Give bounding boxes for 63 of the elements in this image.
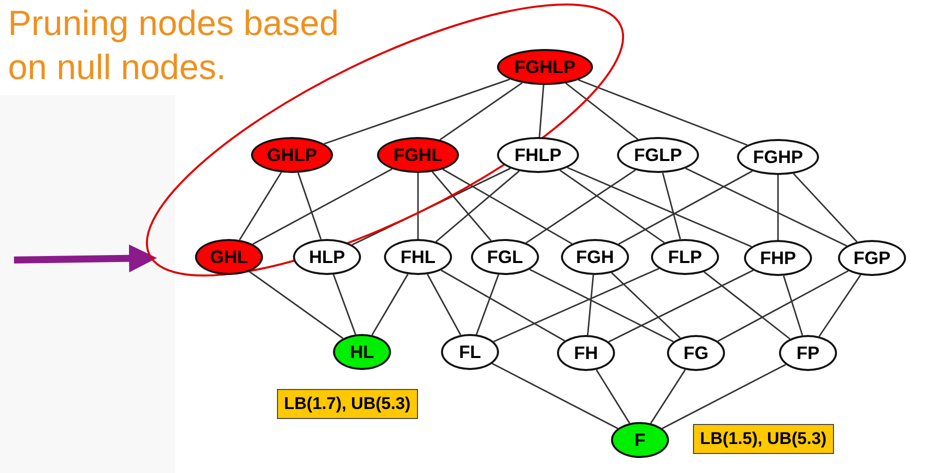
lattice-node: FG bbox=[667, 335, 725, 371]
bound-label: LB(1.7), UB(5.3) bbox=[277, 389, 418, 419]
lattice-node: FH bbox=[557, 335, 615, 371]
connector-line bbox=[440, 270, 566, 342]
lattice-node: FHL bbox=[384, 239, 452, 275]
connector-line bbox=[560, 170, 665, 244]
connector-line bbox=[440, 82, 523, 140]
connector-line bbox=[662, 364, 786, 430]
lattice-node: FP bbox=[779, 335, 837, 371]
connector-line bbox=[608, 270, 754, 342]
connector-line bbox=[662, 172, 681, 240]
connector-line bbox=[596, 369, 630, 424]
connector-line bbox=[650, 369, 686, 424]
connector-line bbox=[777, 175, 779, 240]
lattice-node: GHL bbox=[195, 239, 263, 275]
connector-line bbox=[618, 170, 753, 245]
lattice-node: F bbox=[611, 422, 669, 458]
bound-label: LB(1.5), UB(5.3) bbox=[693, 424, 834, 454]
slide-title: Pruning nodes based on null nodes. bbox=[8, 3, 340, 89]
lattice-node: FGHLP bbox=[497, 49, 593, 85]
connector-line bbox=[417, 173, 419, 239]
connector-line bbox=[432, 171, 492, 242]
connector-line bbox=[332, 274, 356, 335]
lattice-node: FGP bbox=[838, 240, 906, 276]
connector-line bbox=[538, 84, 544, 138]
connector-line bbox=[782, 276, 804, 336]
lattice-node: FGH bbox=[561, 239, 629, 275]
connector-line bbox=[248, 270, 344, 340]
lattice-node: FHP bbox=[744, 240, 812, 276]
connector-line bbox=[718, 270, 849, 342]
lattice-node: FGHP bbox=[737, 139, 819, 175]
connector-line bbox=[476, 274, 500, 335]
connector-line bbox=[578, 79, 748, 146]
connector-line bbox=[492, 362, 618, 430]
connector-line bbox=[324, 78, 510, 145]
connector-line bbox=[704, 271, 790, 340]
lattice-node: GHLP bbox=[251, 137, 333, 173]
connector-line bbox=[818, 274, 862, 337]
connector-line bbox=[426, 274, 462, 336]
connector-line bbox=[238, 172, 282, 240]
connector-line bbox=[565, 82, 638, 140]
connector-line bbox=[685, 168, 848, 247]
connector-line bbox=[792, 173, 858, 242]
connector-line bbox=[435, 170, 520, 242]
lattice-node: HL bbox=[333, 334, 391, 370]
lattice-node: FHLP bbox=[497, 137, 579, 173]
connector-line bbox=[586, 274, 594, 336]
connector-line bbox=[371, 274, 409, 336]
connector-line bbox=[526, 169, 636, 244]
arrow bbox=[14, 244, 158, 272]
lattice-node: FGL bbox=[471, 239, 539, 275]
connector-line bbox=[252, 168, 392, 245]
lattice-node: FGHL bbox=[377, 137, 459, 173]
lattice-node: FL bbox=[441, 334, 499, 370]
connector-line bbox=[493, 268, 660, 342]
connector-line bbox=[611, 272, 681, 338]
connector-line bbox=[567, 166, 752, 248]
lattice-node: FLP bbox=[651, 239, 719, 275]
lattice-node: HLP bbox=[293, 239, 361, 275]
lattice-node: FGLP bbox=[617, 137, 699, 173]
connector-line bbox=[442, 168, 572, 244]
connector-line bbox=[529, 268, 674, 342]
connector-line bbox=[297, 172, 322, 240]
